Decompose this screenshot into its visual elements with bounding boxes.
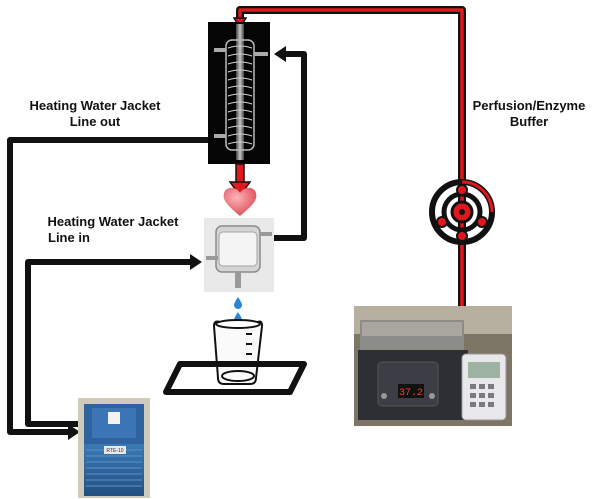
water-drop-icon [234,297,242,309]
label-buffer: Perfusion/Enzyme Buffer [472,98,586,129]
circulator-model-tag: RTE-10 [106,448,123,454]
bath-temperature-display: 37.2 [399,388,423,399]
heating-line-in [25,259,192,427]
heart-icon [223,187,257,216]
peristaltic-pump-icon [429,179,495,245]
heating-line-return [272,51,307,241]
beaker-icon [212,319,264,385]
heating-line-out [7,137,210,435]
arrow-to-reservoir [190,254,202,270]
label-jacket-in: Heating Water Jacket Line in [47,214,179,245]
water-jacket-reservoir-photo [204,218,274,292]
coil-condenser-photo [208,22,270,164]
arrow-to-coil [274,46,286,62]
arrow-to-chiller [68,424,80,440]
water-bath-photo: 37.2 [354,306,512,426]
circulator-photo: RTE-10 [78,398,150,498]
label-jacket-out: Heating Water Jacket Line out [29,98,161,129]
beaker-stand [163,361,307,395]
